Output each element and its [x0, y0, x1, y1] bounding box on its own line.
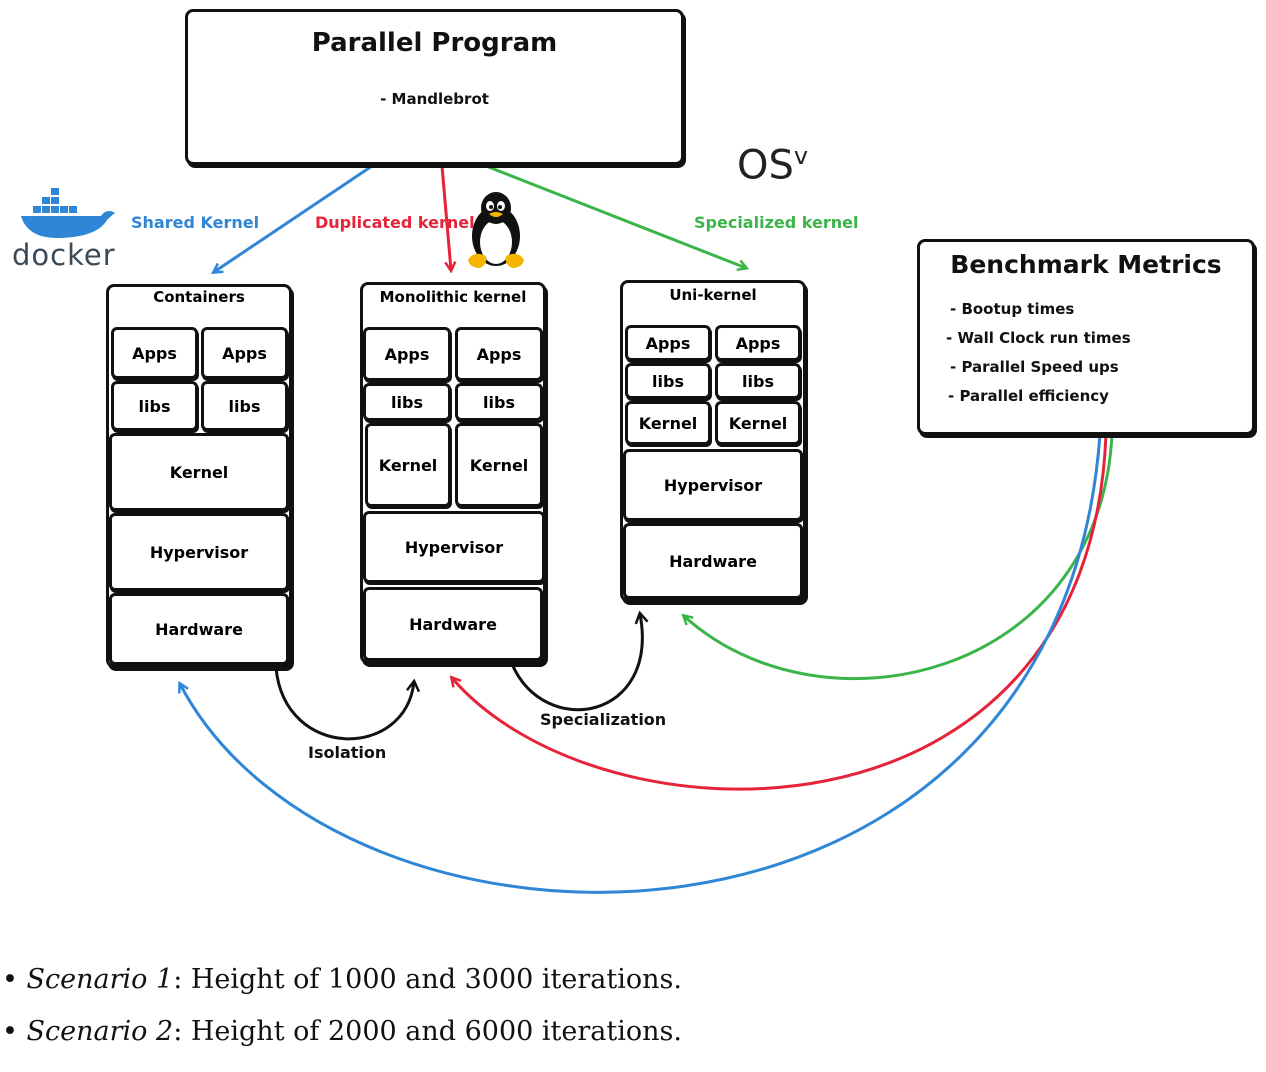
- arrow-metrics-uni: [684, 433, 1114, 681]
- scenario-bullet: •: [2, 1016, 18, 1047]
- unikernel-kernel-2: Kernel: [715, 401, 801, 445]
- label-duplicated-kernel: Duplicated kernel: [315, 213, 475, 232]
- metric-item: - Parallel efficiency: [948, 387, 1109, 405]
- scenario-text: : Height of 1000 and 3000 iterations.: [173, 964, 682, 995]
- containers-hardware: Hardware: [109, 593, 289, 665]
- unikernel-hardware: Hardware: [623, 523, 803, 599]
- scenario-1: • Scenario 1: Height of 1000 and 3000 it…: [2, 964, 682, 995]
- containers-hypervisor: Hypervisor: [109, 513, 289, 591]
- containers-apps-2: Apps: [201, 327, 288, 379]
- containers-libs-1: libs: [111, 381, 198, 431]
- osv-text: OS: [737, 142, 794, 189]
- monolithic-hypervisor: Hypervisor: [363, 511, 545, 583]
- scenario-text: : Height of 2000 and 6000 iterations.: [173, 1016, 682, 1047]
- containers-stack: Containers Apps Apps libs libs Kernel Hy…: [106, 284, 292, 668]
- docker-wordmark: docker: [12, 238, 116, 272]
- monolithic-apps-2: Apps: [455, 327, 543, 381]
- monolithic-apps-1: Apps: [363, 327, 451, 381]
- docker-whale-icon: [21, 188, 115, 238]
- metric-item: - Parallel Speed ups: [950, 358, 1119, 376]
- arrow-metrics-mono: [452, 433, 1108, 791]
- unikernel-hypervisor: Hypervisor: [623, 449, 803, 521]
- arrow-specialized-kernel: [485, 164, 746, 268]
- label-shared-kernel: Shared Kernel: [131, 213, 260, 232]
- metric-item: - Bootup times: [950, 300, 1075, 318]
- scenario-name: Scenario 2: [26, 1016, 174, 1047]
- containers-title: Containers: [153, 288, 245, 306]
- program-title: Parallel Program: [311, 28, 558, 58]
- scenario-bullet: •: [2, 964, 18, 995]
- arrow-shared-kernel: [214, 164, 373, 272]
- arrow-isolation: [274, 667, 414, 741]
- monolithic-kernel-1: Kernel: [365, 423, 451, 507]
- monolithic-libs-1: libs: [363, 383, 451, 421]
- monolithic-stack: Monolithic kernel Apps Apps libs libs Ke…: [360, 282, 546, 664]
- osv-logo: OSv: [737, 142, 808, 188]
- monolithic-hardware: Hardware: [363, 587, 543, 661]
- arrow-duplicated-kernel: [440, 165, 451, 270]
- monolithic-libs-2: libs: [455, 383, 543, 421]
- label-specialized-kernel: Specialized kernel: [694, 213, 859, 232]
- label-isolation: Isolation: [308, 743, 387, 762]
- benchmark-metrics-box: Benchmark Metrics - Bootup times - Wall …: [917, 239, 1255, 435]
- unikernel-apps-1: Apps: [625, 325, 711, 361]
- unikernel-apps-2: Apps: [715, 325, 801, 361]
- unikernel-title: Uni-kernel: [669, 286, 757, 304]
- unikernel-kernel-1: Kernel: [625, 401, 711, 445]
- arrow-metrics-containers: [180, 433, 1102, 894]
- label-specialization: Specialization: [540, 710, 667, 729]
- scenario-2: • Scenario 2: Height of 2000 and 6000 it…: [2, 1016, 682, 1047]
- containers-apps-1: Apps: [111, 327, 198, 379]
- unikernel-libs-1: libs: [625, 363, 711, 399]
- scenario-name: Scenario 1: [26, 964, 174, 995]
- metric-item: - Wall Clock run times: [946, 329, 1131, 347]
- program-subtitle: - Mandlebrot: [380, 90, 489, 108]
- osv-sup: v: [793, 142, 809, 170]
- parallel-program-box: Parallel Program - Mandlebrot: [185, 9, 684, 165]
- containers-kernel: Kernel: [109, 433, 289, 511]
- metrics-title: Benchmark Metrics: [950, 250, 1222, 279]
- unikernel-libs-2: libs: [715, 363, 801, 399]
- monolithic-kernel-2: Kernel: [455, 423, 543, 507]
- containers-libs-2: libs: [201, 381, 288, 431]
- unikernel-stack: Uni-kernel Apps Apps libs libs Kernel Ke…: [620, 280, 806, 602]
- linux-penguin-icon: [468, 192, 524, 268]
- monolithic-title: Monolithic kernel: [379, 288, 527, 306]
- docker-logo: docker: [12, 186, 122, 276]
- arrow-specialization: [510, 614, 642, 712]
